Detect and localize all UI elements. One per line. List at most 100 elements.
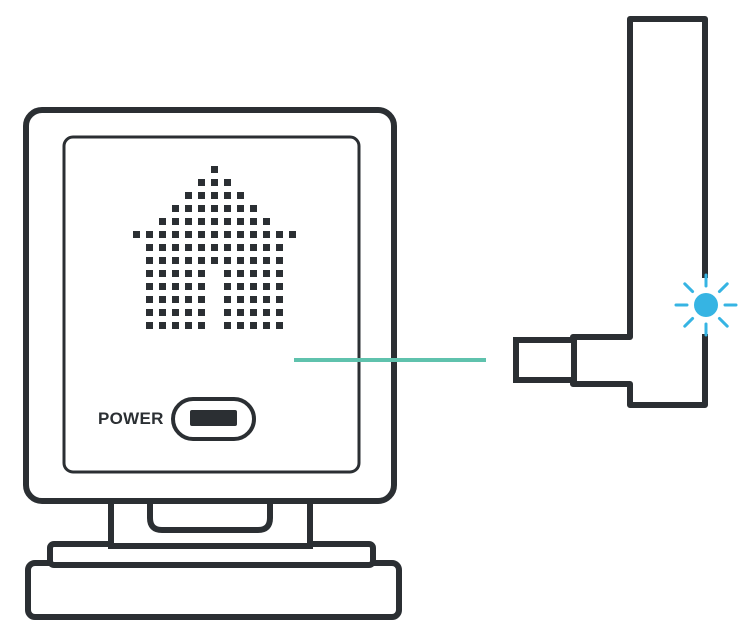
led-ray xyxy=(683,316,695,328)
house-dot xyxy=(146,244,153,251)
house-dot xyxy=(146,283,153,290)
house-dot xyxy=(263,231,270,238)
house-dot xyxy=(185,309,192,316)
house-dot xyxy=(146,231,153,238)
house-dot xyxy=(211,231,218,238)
house-dot xyxy=(172,218,179,225)
stand-base-plate xyxy=(25,560,402,620)
house-dot xyxy=(263,244,270,251)
device-front-panel xyxy=(62,135,361,474)
house-dot xyxy=(276,296,283,303)
house-dot xyxy=(159,296,166,303)
house-dot xyxy=(198,309,205,316)
house-dot xyxy=(198,257,205,264)
dongle-body xyxy=(570,16,708,408)
house-dot xyxy=(185,270,192,277)
house-dot xyxy=(250,205,257,212)
house-dot xyxy=(211,192,218,199)
house-dot xyxy=(185,218,192,225)
house-dot xyxy=(224,257,231,264)
power-label: POWER xyxy=(98,409,164,428)
house-dot xyxy=(276,244,283,251)
house-dot xyxy=(263,322,270,329)
house-dot xyxy=(250,257,257,264)
house-dot xyxy=(237,231,244,238)
led-glow-icon xyxy=(674,273,738,337)
led-ray xyxy=(717,282,729,294)
house-dot xyxy=(237,192,244,199)
house-dot xyxy=(198,231,205,238)
house-dot xyxy=(224,192,231,199)
house-dot xyxy=(146,270,153,277)
led-core xyxy=(694,293,718,317)
house-dot xyxy=(263,270,270,277)
house-dot xyxy=(250,296,257,303)
house-dot xyxy=(224,205,231,212)
house-dot xyxy=(211,218,218,225)
house-dot xyxy=(185,205,192,212)
house-dot xyxy=(224,309,231,316)
house-dot xyxy=(263,218,270,225)
micro-usb-slot xyxy=(190,410,237,426)
house-dot xyxy=(263,309,270,316)
dongle-usb-plug xyxy=(513,337,577,383)
led-ray xyxy=(717,316,729,328)
house-dot xyxy=(172,257,179,264)
house-dot xyxy=(250,231,257,238)
house-dot xyxy=(211,244,218,251)
house-dot xyxy=(211,166,218,173)
house-dot xyxy=(224,270,231,277)
house-dot xyxy=(237,244,244,251)
house-dot xyxy=(185,231,192,238)
house-dot xyxy=(237,322,244,329)
house-dot xyxy=(224,244,231,251)
house-dot xyxy=(276,309,283,316)
house-dot xyxy=(276,231,283,238)
house-dot xyxy=(172,322,179,329)
house-dot xyxy=(159,257,166,264)
house-dot xyxy=(250,244,257,251)
house-dot xyxy=(198,218,205,225)
house-dot xyxy=(185,296,192,303)
house-dot xyxy=(172,205,179,212)
house-dot xyxy=(250,309,257,316)
house-dot xyxy=(289,231,296,238)
house-dot xyxy=(172,231,179,238)
house-dot xyxy=(224,322,231,329)
house-dot xyxy=(159,322,166,329)
house-dot xyxy=(146,309,153,316)
house-dot xyxy=(198,283,205,290)
house-dot xyxy=(263,257,270,264)
house-dot xyxy=(250,218,257,225)
stand-neck xyxy=(108,495,313,549)
house-dot xyxy=(198,270,205,277)
house-dot xyxy=(159,270,166,277)
house-dot xyxy=(237,205,244,212)
house-dot xyxy=(198,322,205,329)
house-dot xyxy=(146,322,153,329)
house-dot xyxy=(133,231,140,238)
house-dot xyxy=(198,192,205,199)
house-dot xyxy=(237,283,244,290)
house-dot xyxy=(159,283,166,290)
house-dot-matrix-icon xyxy=(133,166,296,329)
house-dot xyxy=(237,218,244,225)
house-dot xyxy=(237,309,244,316)
house-dot xyxy=(211,179,218,186)
house-dot xyxy=(159,218,166,225)
house-dot xyxy=(276,283,283,290)
house-dot xyxy=(224,218,231,225)
house-dot xyxy=(237,257,244,264)
house-dot xyxy=(185,257,192,264)
house-dot xyxy=(250,283,257,290)
house-dot xyxy=(185,322,192,329)
house-dot xyxy=(159,231,166,238)
device-stand xyxy=(25,495,402,620)
house-dot xyxy=(172,283,179,290)
house-dot xyxy=(185,244,192,251)
house-dot xyxy=(276,270,283,277)
house-dot xyxy=(198,179,205,186)
house-dot xyxy=(224,283,231,290)
house-dot xyxy=(211,205,218,212)
